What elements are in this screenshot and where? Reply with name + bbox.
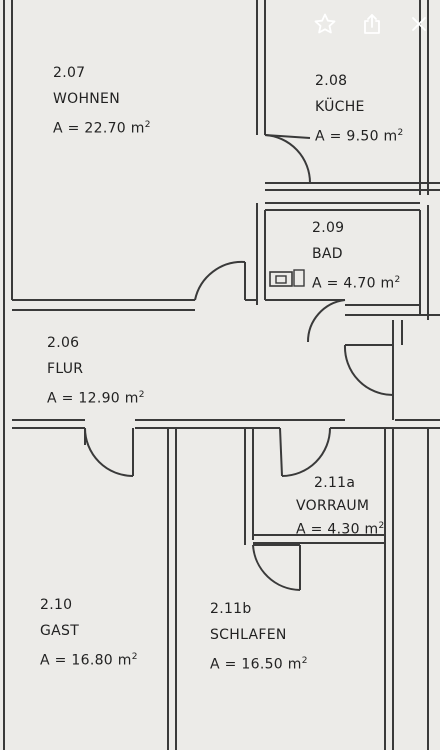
room-label-flur: 2.06 FLUR A = 12.90 m2	[47, 330, 145, 412]
room-number: 2.11a	[314, 475, 356, 491]
share-icon	[360, 12, 384, 40]
room-name: BAD	[312, 246, 343, 262]
room-name: WOHNEN	[53, 91, 120, 107]
room-area: A = 12.90 m2	[47, 390, 145, 407]
room-number: 2.07	[53, 65, 86, 81]
room-label-gast: 2.10 GAST A = 16.80 m2	[40, 592, 138, 674]
room-number: 2.06	[47, 335, 80, 351]
room-label-kueche: 2.08 KÜCHE A = 9.50 m2	[315, 68, 404, 150]
room-label-bad: 2.09 BAD A = 4.70 m2	[312, 215, 401, 297]
room-label-schlafen: 2.11b SCHLAFEN A = 16.50 m2	[210, 596, 308, 678]
room-number: 2.08	[315, 73, 348, 89]
star-icon	[313, 12, 337, 40]
room-name: KÜCHE	[315, 99, 365, 115]
toolbar	[310, 6, 440, 46]
room-label-vorraum: 2.11a VORRAUM A = 4.30 m2	[296, 470, 385, 540]
room-label-wohnen: 2.07 WOHNEN A = 22.70 m2	[53, 60, 151, 142]
share-button[interactable]	[357, 11, 386, 41]
favorite-button[interactable]	[310, 11, 339, 41]
room-name: SCHLAFEN	[210, 627, 287, 643]
room-area: A = 4.30 m2	[296, 521, 385, 538]
room-name: FLUR	[47, 361, 84, 377]
room-area: A = 4.70 m2	[312, 275, 401, 292]
room-number: 2.09	[312, 220, 345, 236]
room-number: 2.11b	[210, 601, 252, 617]
room-name: VORRAUM	[296, 498, 370, 514]
room-area: A = 16.50 m2	[210, 656, 308, 673]
room-area: A = 22.70 m2	[53, 120, 151, 137]
close-icon	[407, 12, 431, 40]
room-number: 2.10	[40, 597, 73, 613]
close-button[interactable]	[405, 11, 434, 41]
room-name: GAST	[40, 623, 80, 639]
room-area: A = 16.80 m2	[40, 652, 138, 669]
room-area: A = 9.50 m2	[315, 128, 404, 145]
